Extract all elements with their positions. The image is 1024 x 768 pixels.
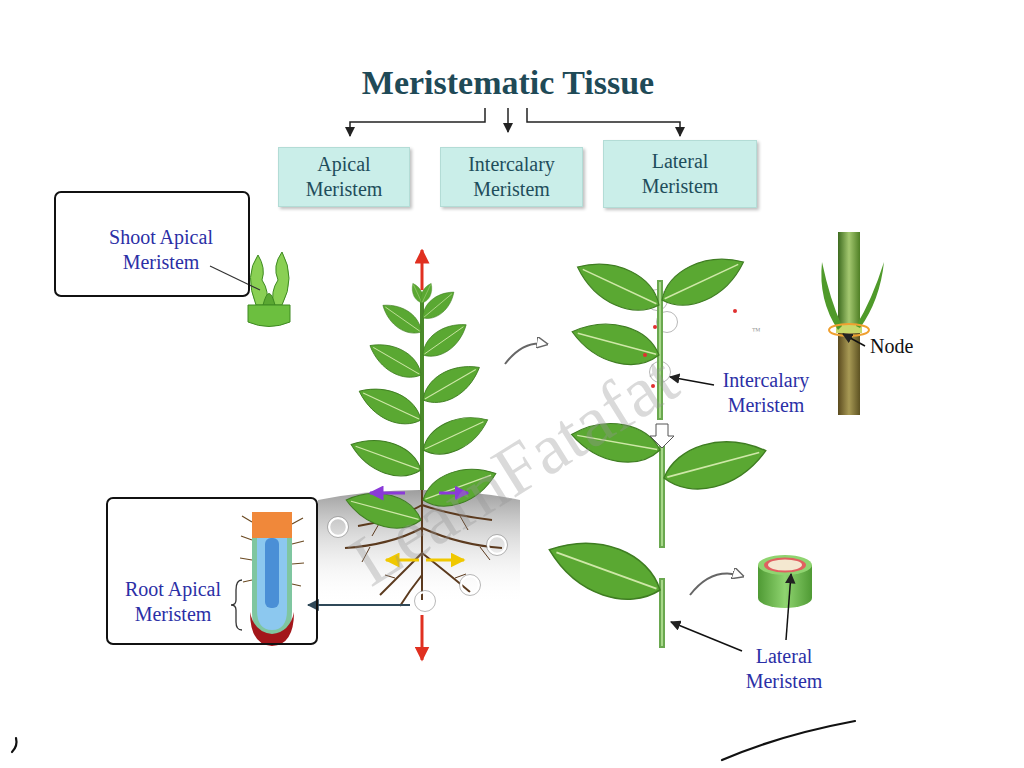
shoot-apex-icon <box>263 294 275 306</box>
meristem-marker <box>488 536 506 554</box>
plant-leaves <box>417 316 473 364</box>
plant-leaves <box>353 378 427 432</box>
growth-arrow <box>421 250 424 290</box>
shoot-apex-icon <box>248 305 290 327</box>
stem-illustration <box>653 325 657 329</box>
meristem-marker <box>416 592 434 610</box>
stem-illustration <box>658 430 771 499</box>
curved-arrow <box>505 343 546 364</box>
shoot-apex-icon <box>273 252 289 305</box>
plant-stem <box>420 298 424 490</box>
root-tip-icon <box>265 538 279 608</box>
hand-stroke <box>12 721 855 760</box>
title-bracket <box>527 108 680 136</box>
curved-arrow <box>690 573 742 595</box>
title-bracket <box>350 108 680 136</box>
hand-stroke <box>12 738 17 752</box>
leader-line <box>671 622 742 651</box>
category-box: Apical Meristem <box>278 147 410 207</box>
part-label: Node <box>870 334 913 359</box>
plant-leaves <box>416 356 486 412</box>
shoot-apex-icon <box>210 252 290 327</box>
plant-stem <box>422 298 423 490</box>
shoot-apex-icon <box>210 266 260 290</box>
stem-illustration <box>661 580 663 646</box>
bamboo-icon <box>829 324 869 336</box>
bamboo-icon <box>821 232 884 415</box>
box-label: Apical Meristem <box>292 152 396 202</box>
pointer-arrow <box>308 604 410 606</box>
box-label: Lateral Meristem <box>630 149 730 199</box>
root-tip-icon <box>250 612 294 646</box>
bamboo-icon <box>838 232 860 328</box>
part-label: Intercalary Meristem <box>704 368 828 418</box>
cylinder-icon <box>758 555 812 575</box>
root-tip-icon <box>252 538 292 640</box>
cylinder-icon <box>768 560 802 571</box>
root-tip-icon <box>231 512 304 646</box>
hand-stroke <box>722 721 855 760</box>
cylinder-icon <box>758 555 812 608</box>
bamboo-icon <box>856 262 884 328</box>
root-tip-icon <box>252 512 292 538</box>
root-tip-icon <box>257 538 287 630</box>
meristem-marker <box>461 576 479 594</box>
stem-illustration <box>570 250 667 322</box>
shoot-apex-icon <box>250 255 267 305</box>
callout-box: Shoot Apical Meristem <box>54 191 250 297</box>
leader-line <box>786 574 791 640</box>
stem-illustration <box>733 309 737 313</box>
stem-illustration <box>654 245 751 317</box>
stem-illustration <box>661 434 663 546</box>
box-label: Intercalary Meristem <box>454 152 569 202</box>
part-label: Lateral Meristem <box>728 644 840 694</box>
stem-illustration <box>541 527 668 613</box>
plant-leaves <box>364 335 427 385</box>
diagram-title: Meristematic Tissue <box>362 64 654 102</box>
leader-line <box>670 334 865 651</box>
growth-arrow <box>421 615 424 660</box>
root-tip-icon <box>231 580 242 630</box>
cylinder-icon <box>764 558 806 573</box>
title-bracket <box>350 108 485 136</box>
callout-label: Shoot Apical Meristem <box>91 225 231 275</box>
bamboo-icon <box>821 262 842 330</box>
category-box: Lateral Meristem <box>603 140 757 208</box>
title-bracket <box>507 108 509 132</box>
plant-leaves <box>377 297 426 339</box>
pointer-arrow <box>308 605 410 606</box>
leader-line <box>843 334 865 346</box>
meristem-marker <box>460 575 481 596</box>
category-box: Intercalary Meristem <box>440 147 583 207</box>
callout-label: Root Apical Meristem <box>112 577 234 627</box>
trademark-mark: ™ <box>752 326 761 337</box>
plant-leaves <box>346 430 426 484</box>
meristem-marker <box>415 591 436 612</box>
callout-box: Root Apical Meristem <box>106 497 318 645</box>
